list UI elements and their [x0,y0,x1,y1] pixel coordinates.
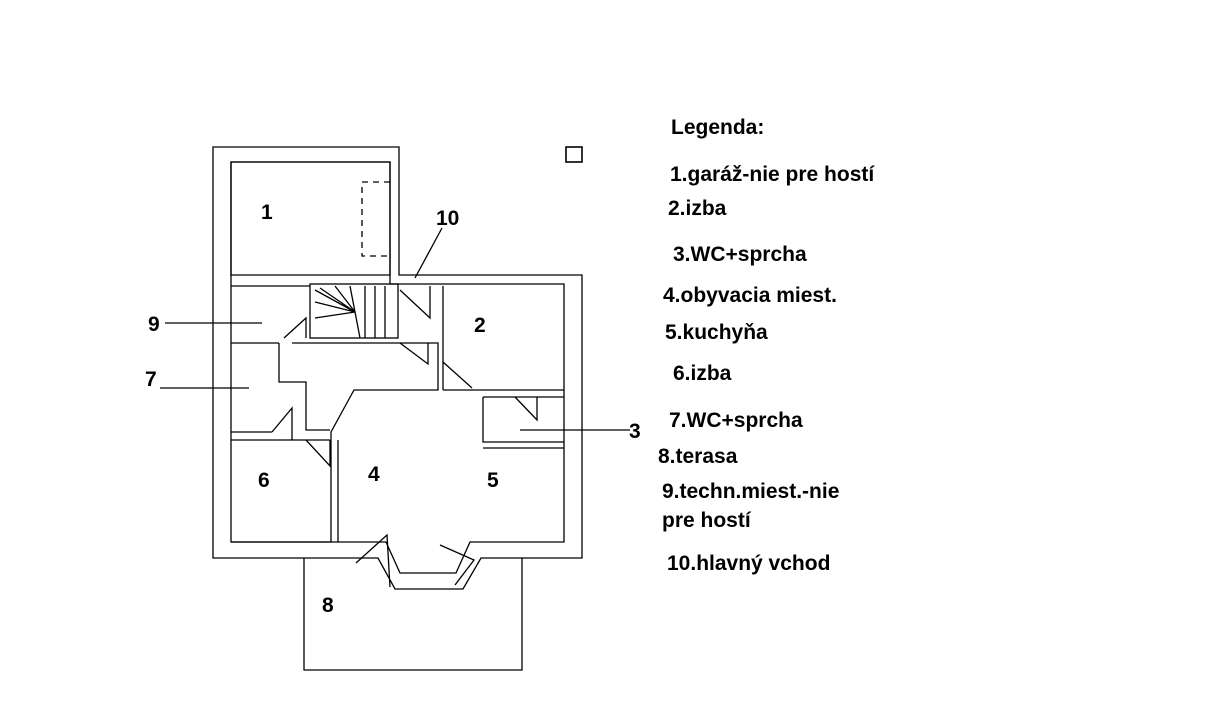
legend-item-5: 5.kuchyňa [665,321,768,344]
stair-treads [314,285,386,339]
wc-room [482,396,564,443]
door-swing [399,342,429,366]
north-marker [565,146,583,163]
corridor-wall [292,342,439,542]
room-label-5: 5 [487,469,499,492]
door-swing [399,286,431,320]
door-swing [271,406,293,440]
legend-item-8: 8.terasa [658,445,738,468]
garage-door-dashed [361,181,390,257]
corridor-wall [278,343,330,431]
room-label-4: 4 [368,463,380,486]
room-label-10: 10 [436,207,459,230]
leader-line-10 [414,227,443,279]
room-label-7: 7 [145,368,157,391]
terrace [303,558,523,671]
legend-item-10: 10.hlavný vchod [667,552,831,575]
door-swing [355,533,391,588]
legend-item-9: 9.techn.miest.-nie [662,480,840,503]
legend-item-7: 7.WC+sprcha [669,409,803,432]
garage-room [230,161,391,276]
legend-item-3: 3.WC+sprcha [673,243,807,266]
legend-item-1: 1.garáž-nie pre hostí [670,163,875,186]
room-label-6: 6 [258,469,270,492]
outer-wall [212,146,583,590]
inner-wall-outline [230,161,565,574]
legend-title: Legenda: [671,116,765,139]
legend-item-6: 6.izba [673,362,732,385]
staircase [309,283,399,339]
legend-item-4: 4.obyvacia miest. [663,284,837,307]
door-swing [439,544,476,586]
door-swing [514,396,538,422]
room-label-3: 3 [629,420,641,443]
room-label-1: 1 [261,201,273,224]
legend-item-2: 2.izba [668,197,727,220]
room-label-9: 9 [148,313,160,336]
legend-item-9-cont: pre hostí [662,509,751,532]
door-swing [283,316,307,339]
room-label-2: 2 [474,314,486,337]
door-swing [305,439,331,468]
room-label-8: 8 [322,594,334,617]
door-swing [442,361,473,389]
